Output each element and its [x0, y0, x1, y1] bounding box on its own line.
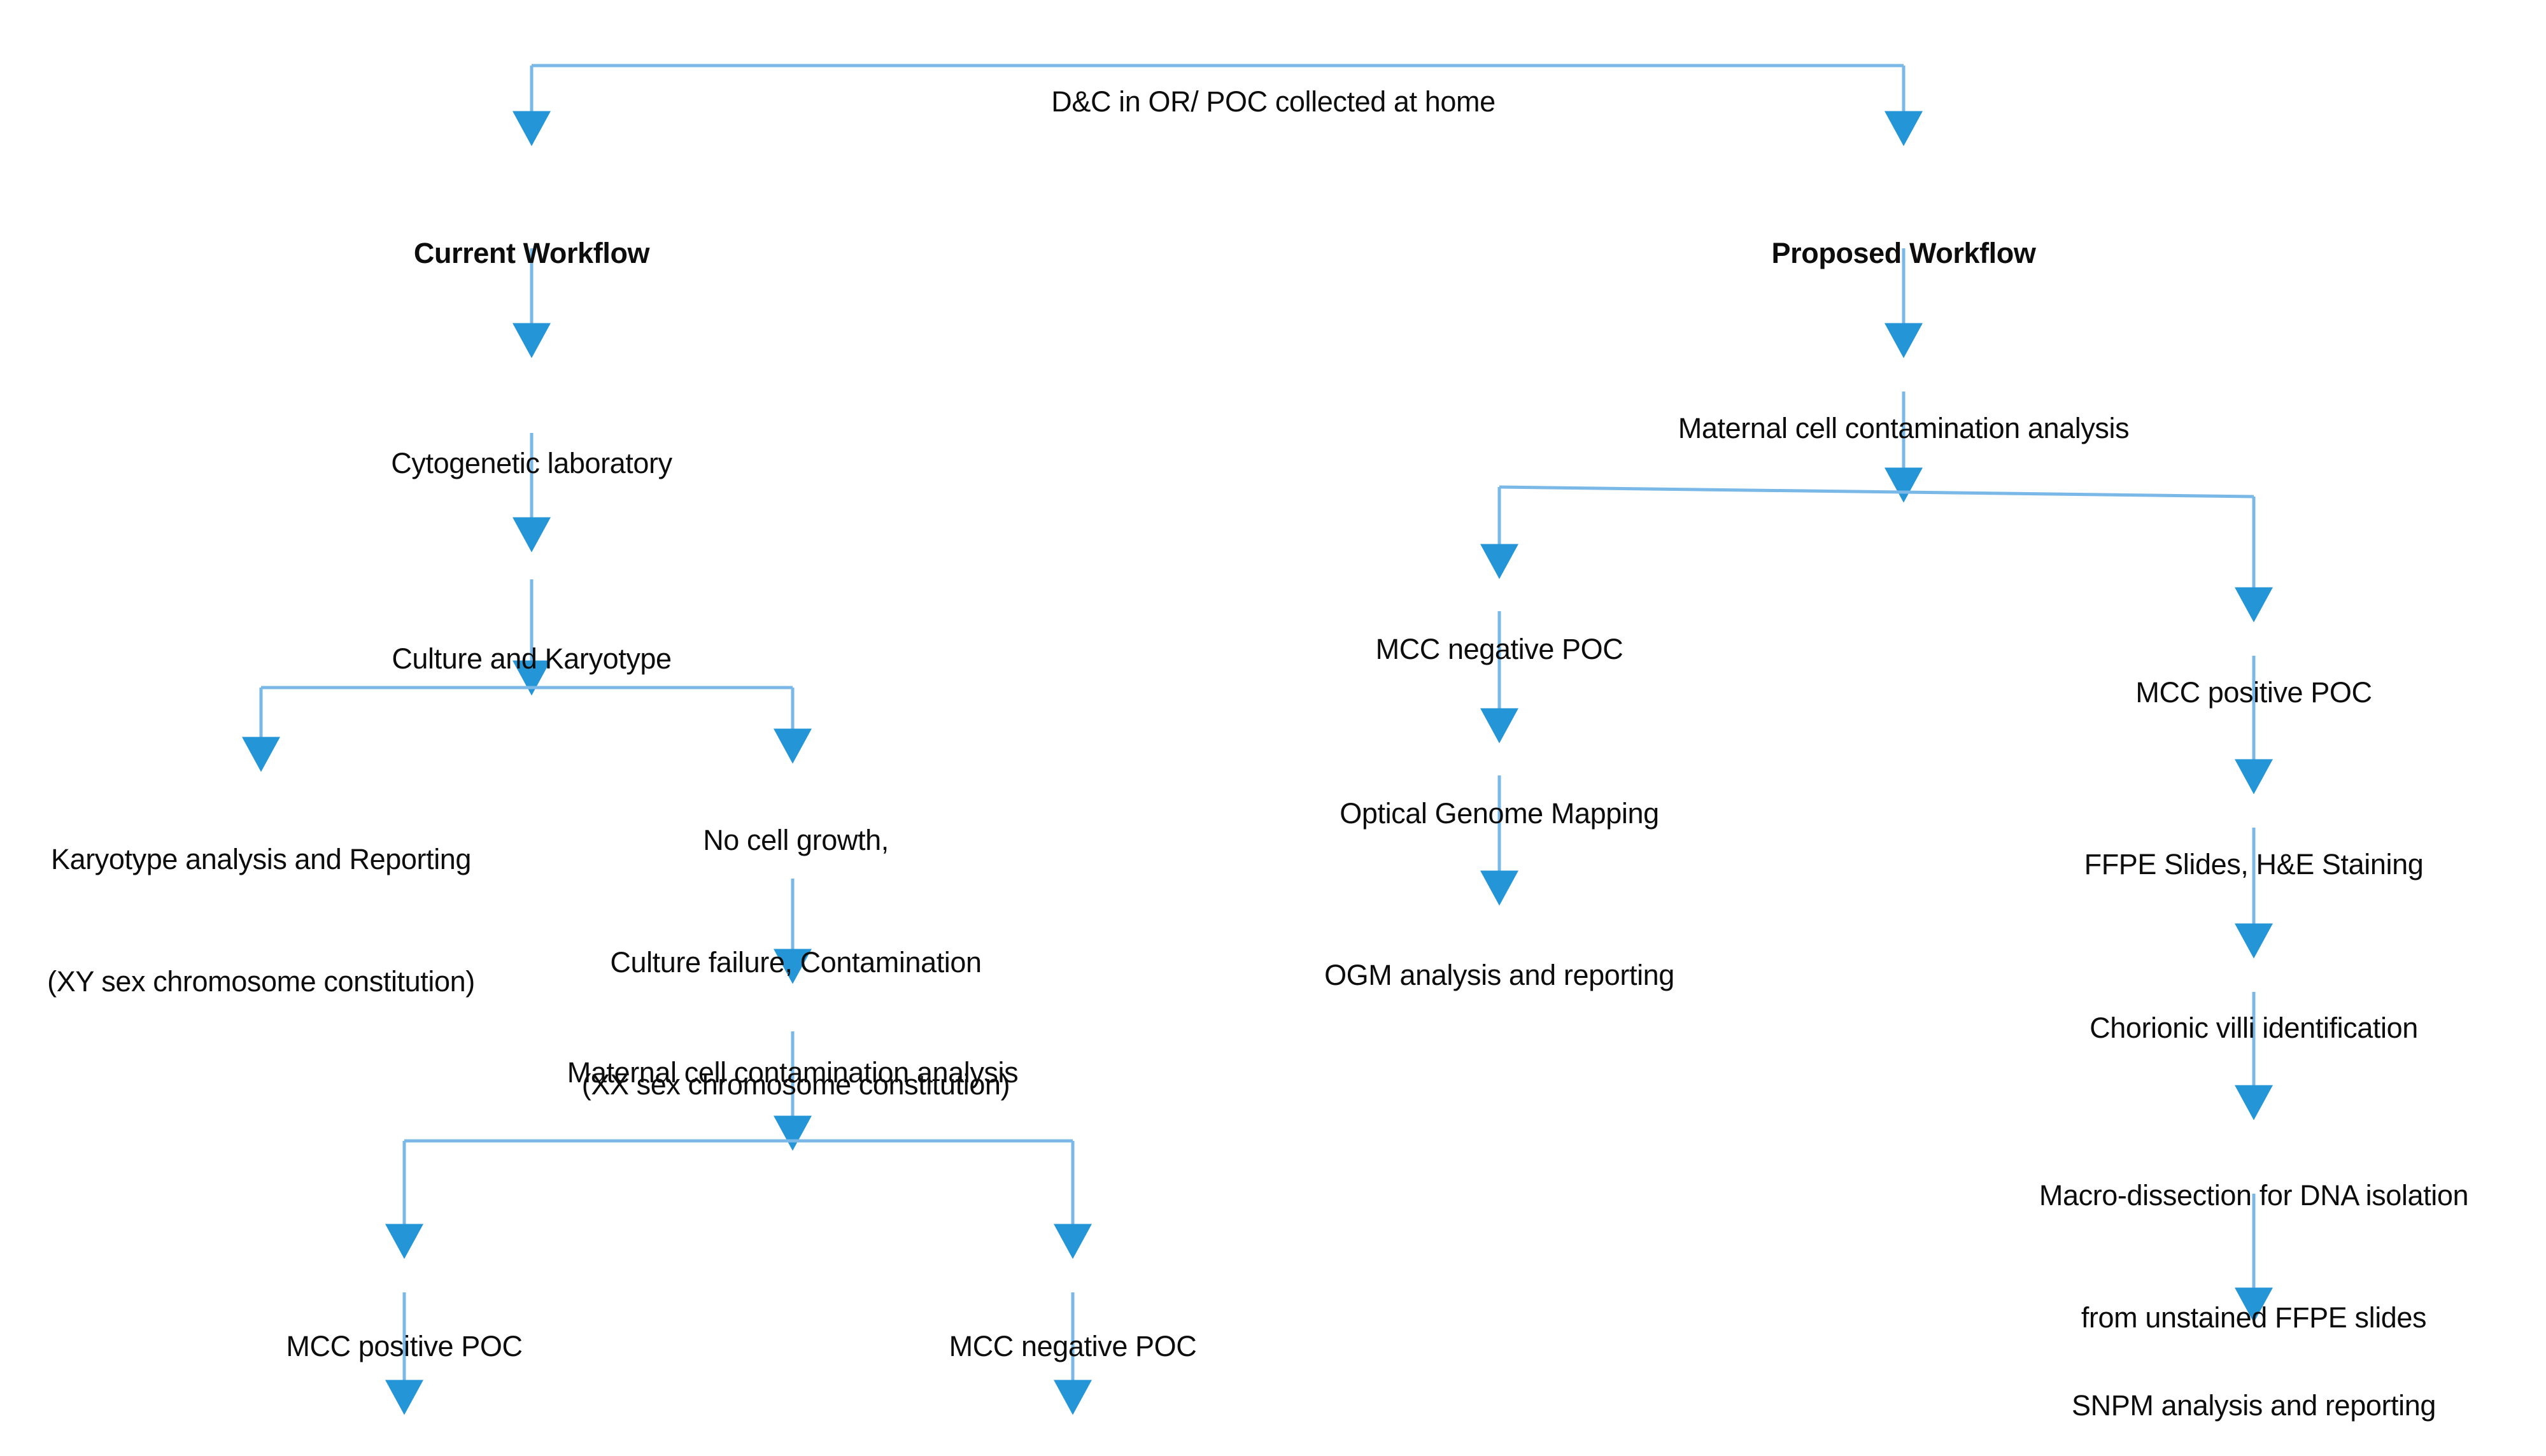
- node-mcc-negative-poc-right-text: MCC negative POC: [1375, 633, 1623, 665]
- node-snpm-analysis-reporting-right: SNPM analysis and reporting: [1980, 1304, 2528, 1456]
- node-mcc-negative-poc-left: MCC negative POC: [875, 1245, 1270, 1448]
- node-chorionic-villi-identification-text: Chorionic villi identification: [2090, 1012, 2418, 1044]
- node-ogm-analysis-reporting: OGM analysis and reporting: [1235, 873, 1764, 1077]
- node-no-cell-growth-line1: No cell growth,: [703, 824, 889, 856]
- node-no-cell-growth-line2: Culture failure, Contamination: [610, 946, 982, 979]
- node-mcc-negative-poc-left-text: MCC negative POC: [949, 1330, 1197, 1362]
- node-macro-dissection-line1: Macro-dissection for DNA isolation: [2039, 1179, 2469, 1212]
- node-karyotype-analysis-line1: Karyotype analysis and Reporting: [50, 843, 472, 875]
- node-proposed-workflow-header: Proposed Workflow: [1694, 152, 2114, 355]
- node-mcc-negative-poc-right: MCC negative POC: [1302, 548, 1697, 751]
- node-proposed-workflow-header-text: Proposed Workflow: [1771, 237, 2036, 269]
- node-maternal-cell-contamination-left: Maternal cell contamination analysis: [506, 971, 1079, 1175]
- node-root-title-text: D&C in OR/ POC collected at home: [1051, 85, 1496, 118]
- node-no-further-processing: No further processing: [181, 1399, 627, 1456]
- node-ffpe-slides-staining: FFPE Slides, H&E Staining: [1996, 763, 2512, 966]
- node-optical-genome-mapping-text: Optical Genome Mapping: [1340, 797, 1659, 830]
- node-no-cell-growth: No cell growth, Culture failure, Contami…: [544, 739, 1047, 1187]
- node-root-title: D&C in OR/ POC collected at home: [980, 0, 1566, 204]
- node-maternal-cell-contamination-right-text: Maternal cell contamination analysis: [1678, 412, 2130, 444]
- node-current-workflow-header: Current Workflow: [322, 152, 742, 355]
- node-culture-and-karyotype-text: Culture and Karyotype: [392, 642, 672, 675]
- node-maternal-cell-contamination-left-text: Maternal cell contamination analysis: [567, 1056, 1019, 1089]
- node-chorionic-villi-identification: Chorionic villi identification: [1977, 926, 2531, 1130]
- node-karyotype-analysis-reporting: Karyotype analysis and Reporting (XY sex…: [0, 758, 535, 1084]
- node-mcc-positive-poc-right-text: MCC positive POC: [2135, 676, 2372, 709]
- node-cytogenetic-laboratory: Cytogenetic laboratory: [309, 362, 754, 565]
- node-no-cell-growth-line3: (XX sex chromosome constitution): [581, 1068, 1010, 1101]
- node-ffpe-slides-staining-text: FFPE Slides, H&E Staining: [2084, 848, 2424, 880]
- node-optical-genome-mapping: Optical Genome Mapping: [1270, 712, 1729, 915]
- node-macro-dissection-dna-isolation: Macro-dissection for DNA isolation from …: [1970, 1094, 2537, 1420]
- node-mcc-positive-poc-right: MCC positive POC: [2056, 591, 2451, 795]
- node-mcc-positive-poc-left-text: MCC positive POC: [286, 1330, 523, 1362]
- node-mcc-positive-poc-left: MCC positive POC: [207, 1245, 602, 1448]
- node-snpm-analysis-reporting-right-text: SNPM analysis and reporting: [2072, 1389, 2436, 1422]
- node-current-workflow-header-text: Current Workflow: [413, 237, 650, 269]
- node-ogm-analysis-reporting-text: OGM analysis and reporting: [1324, 959, 1674, 991]
- node-maternal-cell-contamination-right: Maternal cell contamination analysis: [1617, 327, 2190, 530]
- node-karyotype-analysis-line2: (XY sex chromosome constitution): [47, 965, 475, 998]
- node-cytogenetic-laboratory-text: Cytogenetic laboratory: [391, 447, 672, 479]
- node-snpm-analysis-reporting-left: SNPM analysis and reporting: [799, 1399, 1347, 1456]
- node-culture-and-karyotype: Culture and Karyotype: [309, 557, 754, 761]
- node-macro-dissection-line2: from unstained FFPE slides: [2081, 1301, 2427, 1334]
